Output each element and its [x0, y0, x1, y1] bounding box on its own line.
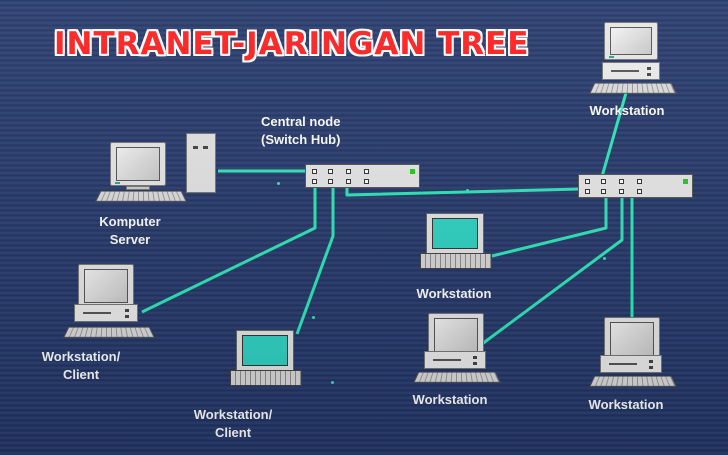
accent-dot: [331, 381, 334, 384]
client-left-label-line1: Workstation/: [41, 349, 121, 364]
central-hub-label-line2: (Switch Hub): [261, 132, 341, 147]
wire-hub-to-client-laptop: [295, 188, 335, 335]
wire-hub2-to-ws-bottom-center: [481, 192, 624, 346]
client-left-label: Workstation/ Client: [33, 348, 129, 384]
ws-top-right-label: Workstation: [589, 103, 665, 118]
client-laptop-label: Workstation/ Client: [185, 406, 281, 442]
client-laptop-label-line2: Client: [214, 425, 252, 440]
central-hub-label-line1: Central node: [261, 114, 341, 129]
ws-mid-label: Workstation: [416, 286, 492, 301]
client-laptop-label-line1: Workstation/: [193, 407, 273, 422]
secondary-switch-hub-icon: [578, 174, 693, 198]
accent-dot: [603, 257, 606, 260]
server-label: Komputer Server: [90, 213, 170, 249]
server-label-line2: Server: [109, 232, 151, 247]
client-left-label-line2: Client: [62, 367, 100, 382]
accent-dot: [277, 182, 280, 185]
central-switch-hub-icon: [305, 164, 420, 188]
ws-bottom-center-label: Workstation: [412, 392, 488, 407]
wire-hub-to-client-left: [141, 188, 317, 314]
diagram-title: INTRANET-JARINGAN TREE: [54, 26, 530, 62]
central-hub-label: Central node (Switch Hub): [261, 113, 340, 149]
wire-hub-to-hub: [345, 187, 581, 197]
ws-bottom-right-label: Workstation: [588, 397, 664, 412]
accent-dot: [466, 189, 469, 192]
wire-hub2-to-ws-mid: [491, 192, 608, 258]
server-tower-icon: [186, 133, 216, 193]
wire-hub2-to-ws-top: [599, 85, 630, 181]
server-label-line1: Komputer: [99, 214, 161, 229]
accent-dot: [312, 316, 315, 319]
